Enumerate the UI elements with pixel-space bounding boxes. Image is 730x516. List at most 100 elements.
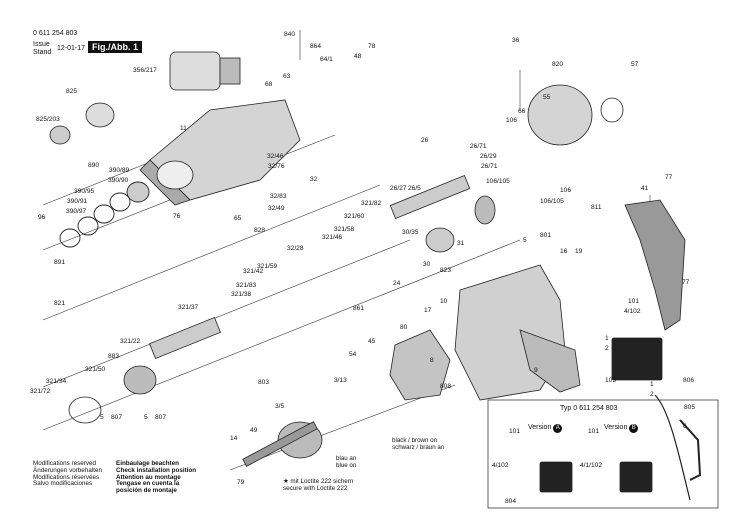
install-line: Tengase en cuenta la — [116, 480, 180, 488]
callout-label: 823 — [440, 267, 451, 274]
callout-label: 390/95 — [74, 188, 95, 195]
install-line: Attention au montage — [116, 473, 181, 481]
callout-label: 106/105 — [540, 198, 564, 205]
wire-label: blau an — [336, 455, 357, 462]
callout-label: 1 — [605, 335, 609, 342]
callout-label: 811 — [591, 204, 602, 211]
callout-label: 77 — [682, 279, 690, 286]
callout-label: 24 — [393, 280, 401, 287]
callout-label: 321/46 — [322, 234, 343, 241]
callout-label: 26/27 — [390, 185, 407, 192]
callout-label: 9 — [534, 367, 538, 374]
callout-label: 805 — [684, 404, 695, 411]
callout-label: 32 — [310, 176, 318, 183]
version-b-badge: B — [629, 424, 639, 433]
callout-label: 10 — [440, 298, 448, 305]
callout-label: 825 — [66, 88, 77, 95]
callout-label: 356/217 — [133, 67, 157, 74]
callout-label: 801 — [540, 232, 551, 239]
callout-label: 77 — [665, 174, 673, 181]
callout-label: 3/13 — [334, 377, 347, 384]
callout-label: 5 — [100, 414, 104, 421]
wire-label: schwarz / braun an — [392, 444, 445, 451]
callout-label: 321/82 — [361, 200, 382, 207]
callout-label: 32/28 — [287, 245, 304, 252]
loctite-line: secure with Loctite 222 — [283, 485, 348, 492]
callout-label: 65 — [234, 215, 242, 222]
callout-label: 1 — [650, 381, 654, 388]
piston-group — [68, 316, 221, 424]
callout-label: 78 — [368, 43, 376, 50]
callout-label: 45 — [368, 338, 376, 345]
power-cable — [654, 394, 691, 501]
seal-rings — [59, 181, 150, 248]
wire-label: blue on — [336, 462, 357, 469]
callout-label: 26 — [421, 137, 429, 144]
motor-housing — [454, 264, 581, 401]
callout-label: 17 — [424, 307, 432, 314]
issue-date: 12-01-17 — [57, 45, 86, 52]
callout-label: 16 — [560, 248, 568, 255]
callout-label: 14 — [230, 435, 238, 442]
callout-label: 96 — [38, 214, 46, 221]
version-b-label: Version B — [604, 424, 639, 433]
callout-label: 106 — [506, 117, 517, 124]
callout-label: 26/71 — [481, 163, 498, 170]
callout-label: 820 — [552, 61, 563, 68]
callout-label: 825/203 — [36, 116, 60, 123]
callout-label: 55 — [543, 94, 551, 101]
callout-label: 890 — [88, 162, 99, 169]
callout-label: 64/1 — [320, 56, 333, 63]
callout-label: 821 — [54, 300, 65, 307]
note-line: Salvo modificaciones — [33, 480, 93, 488]
loctite-note: ★ mit Loctite 222 sichern secure with Lo… — [283, 478, 353, 492]
callout-label: 57 — [631, 61, 639, 68]
callout-label: 2 — [650, 391, 654, 398]
switch-module — [539, 337, 663, 493]
stand-label: Stand — [33, 49, 52, 56]
callout-label: 54 — [349, 351, 357, 358]
callout-label: 390/91 — [67, 198, 88, 205]
callout-label: 4/102 — [624, 308, 641, 315]
callout-label: 828 — [254, 227, 265, 234]
callout-label: 32/76 — [268, 163, 285, 170]
inset-label: 4/102 — [492, 462, 509, 469]
callout-label: 5 — [144, 414, 148, 421]
callout-label: 321/83 — [236, 282, 257, 289]
callout-label: 321/34 — [46, 378, 67, 385]
inset-label: 804 — [505, 498, 517, 505]
handle — [624, 199, 686, 331]
stator — [389, 329, 451, 401]
armature — [242, 421, 323, 467]
callout-label: 861 — [353, 305, 364, 312]
callout-label: 49 — [250, 427, 258, 434]
note-line: Änderungen vorbehalten — [33, 466, 102, 474]
callout-label: 806 — [683, 377, 694, 384]
callout-label: 321/38 — [231, 291, 252, 298]
callout-label: 807 — [155, 414, 166, 421]
callout-label: 26/71 — [470, 143, 487, 150]
callout-label: 79 — [237, 479, 245, 486]
callout-label: 808 — [440, 383, 451, 390]
install-line: posición de montaje — [116, 487, 177, 495]
callout-label: 30/35 — [402, 229, 419, 236]
inset-label: 4/1/102 — [580, 462, 602, 469]
callout-label: 864 — [310, 43, 321, 50]
callout-label: 32/46 — [267, 153, 284, 160]
callout-label: 390/89 — [109, 167, 130, 174]
callout-label: 106 — [560, 187, 571, 194]
version-text: Version — [604, 424, 628, 431]
callout-label: 19 — [575, 248, 583, 255]
callout-label: 41 — [641, 185, 649, 192]
install-notes: Einbaulage beachten Check installation p… — [116, 460, 196, 495]
callout-label: 26/5 — [408, 185, 421, 192]
callout-label: 390/90 — [108, 177, 129, 184]
callout-label: 30 — [423, 261, 431, 268]
inset-label: 101 — [509, 428, 521, 435]
callout-label: 32/83 — [270, 193, 287, 200]
callout-label: 321/50 — [85, 366, 106, 373]
callout-label: 106/105 — [486, 178, 510, 185]
wire-note-black: black / brown on schwarz / braun an — [392, 437, 444, 451]
